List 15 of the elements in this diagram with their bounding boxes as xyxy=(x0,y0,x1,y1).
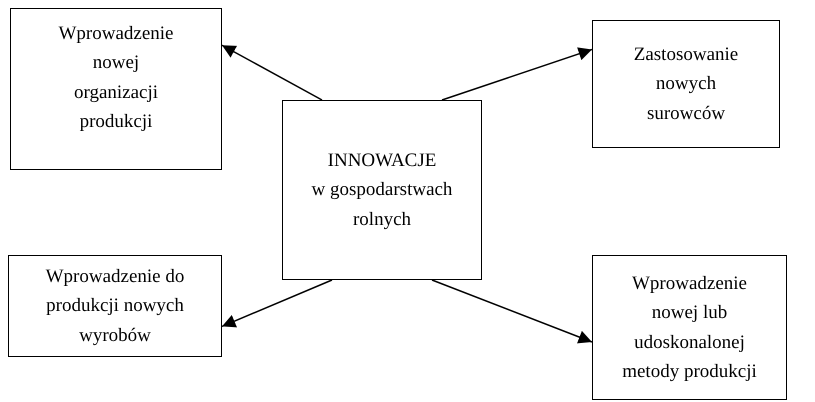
process-box xyxy=(592,255,787,400)
box-text: Zastosowanie nowych surowców xyxy=(633,42,739,126)
arrow xyxy=(442,47,592,101)
process-box xyxy=(592,20,780,148)
process-box xyxy=(8,255,222,357)
box-text: INNOWACJE xyxy=(328,148,436,173)
box-text: w gospodarstwach rolnych xyxy=(310,178,454,232)
arrow xyxy=(222,279,332,328)
box-text: Wprowadzenie nowej lub udoskonalonej metody produkcji xyxy=(621,272,758,384)
central-box xyxy=(282,100,482,280)
arrow xyxy=(432,279,592,344)
box-text: Wprowadzenie nowej organizacji produkcji xyxy=(58,22,174,134)
arrow xyxy=(222,44,322,101)
box-text: Wprowadzenie do produkcji nowych wyrobów xyxy=(44,264,186,348)
process-box xyxy=(10,8,222,170)
